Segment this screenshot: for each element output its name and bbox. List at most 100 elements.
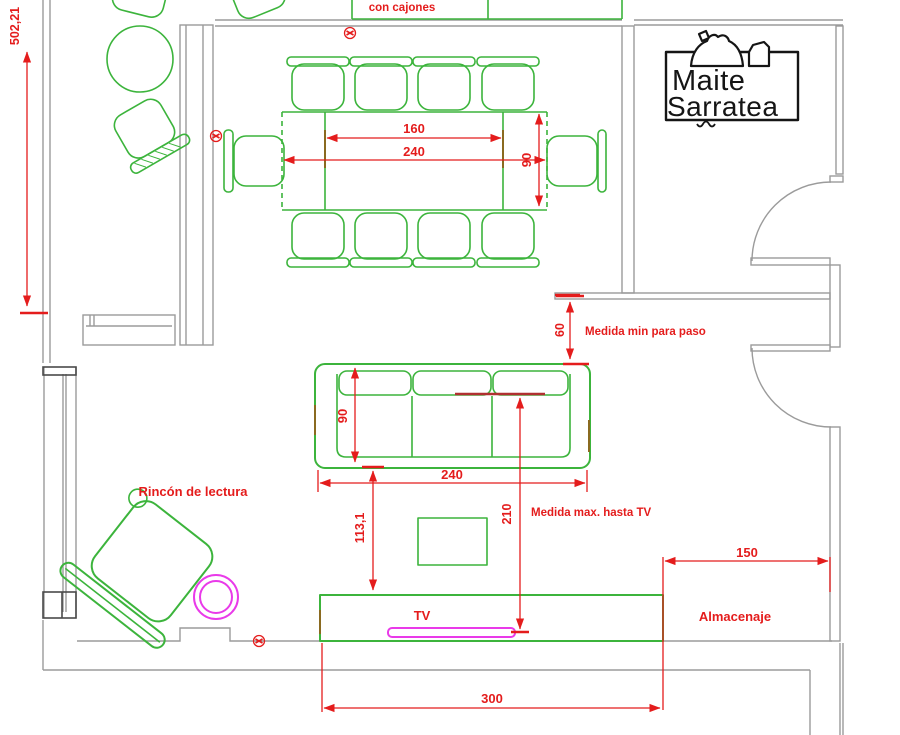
outlets bbox=[209, 26, 357, 648]
dining-chairs-bottom bbox=[286, 212, 540, 268]
coffee-table bbox=[417, 517, 488, 566]
chair-seat bbox=[546, 135, 598, 187]
armchair-back bbox=[59, 561, 166, 649]
chair-back bbox=[412, 257, 476, 268]
chair-back bbox=[349, 56, 413, 67]
chair-seat bbox=[417, 63, 471, 111]
sofa-seat-divider bbox=[411, 396, 493, 457]
chair-back bbox=[223, 129, 234, 193]
window-cap-top bbox=[42, 366, 77, 376]
dim-storage: 150 bbox=[662, 545, 831, 710]
sofa-seat-edge bbox=[336, 374, 571, 458]
reading-armchair bbox=[59, 488, 214, 649]
door-upper bbox=[750, 181, 832, 266]
dim-wall-total: 502,21 bbox=[8, 7, 48, 315]
dim-text: 300 bbox=[481, 691, 503, 706]
kitchen-counter bbox=[351, 0, 623, 20]
wall-segment bbox=[185, 25, 204, 345]
dimensions: 502,21 160 240 90 60 Medida min para pas… bbox=[8, 7, 831, 713]
wall-segment bbox=[179, 24, 214, 346]
wall-segment bbox=[554, 292, 831, 300]
lounge-chair-bottom bbox=[113, 98, 191, 174]
dim-sofa-width: 240 bbox=[317, 467, 588, 492]
dim-table-core: 160 bbox=[326, 121, 502, 143]
window-bench-detail bbox=[86, 315, 172, 327]
dining-chairs-top bbox=[286, 56, 540, 111]
dim-text: 90 bbox=[519, 153, 534, 167]
door-lower bbox=[750, 344, 832, 428]
walls bbox=[42, 0, 844, 735]
reading-corner-label: Rincón de lectura bbox=[138, 484, 248, 499]
furniture bbox=[59, 0, 664, 649]
dim-sofa-to-tv-unit: 113,1 bbox=[353, 465, 384, 591]
logo-name-line2: Sarratea bbox=[667, 91, 778, 122]
chair-seat bbox=[291, 212, 345, 260]
annotation-text: Medida max. hasta TV bbox=[531, 507, 651, 519]
lounge-extra-chair bbox=[228, 0, 286, 20]
wall-segment bbox=[42, 0, 51, 363]
dim-text: 90 bbox=[335, 409, 350, 423]
wall-segment bbox=[829, 175, 844, 183]
power-outlet-icon bbox=[343, 26, 357, 40]
dim-text: 113,1 bbox=[353, 513, 367, 544]
logo-roof-icon bbox=[689, 33, 745, 68]
logo-house-icon bbox=[747, 40, 771, 68]
wall-segment bbox=[42, 620, 811, 735]
chair-seat bbox=[481, 63, 535, 111]
chair-back bbox=[286, 56, 350, 67]
dining-chair-left bbox=[223, 129, 285, 193]
chair-back bbox=[476, 257, 540, 268]
window-glazing bbox=[43, 367, 77, 618]
reading-side-table bbox=[193, 574, 239, 620]
dim-text: 210 bbox=[500, 504, 514, 525]
wall-segment bbox=[621, 25, 635, 294]
round-side-table bbox=[106, 25, 174, 93]
dim-sofa-depth: 90 bbox=[335, 367, 360, 463]
logo-name-line1: Maite bbox=[672, 65, 745, 97]
dim-passage: 60 Medida min para paso bbox=[553, 294, 706, 360]
door-swing-arc bbox=[751, 347, 832, 428]
door-swing-arc bbox=[751, 181, 832, 262]
lounge-chair-top bbox=[111, 0, 170, 18]
sofa bbox=[314, 362, 591, 469]
cabinet-label: con cajones bbox=[369, 2, 435, 14]
door-leaf bbox=[750, 257, 831, 266]
door-leaf bbox=[750, 344, 831, 352]
dining-chair-right bbox=[546, 129, 607, 193]
chair-seat bbox=[481, 212, 535, 260]
chair-seat bbox=[354, 63, 408, 111]
chair-seat bbox=[233, 135, 285, 187]
dim-text: 60 bbox=[553, 323, 567, 337]
tv-screen bbox=[387, 627, 516, 638]
dim-table-depth: 90 bbox=[519, 113, 544, 207]
annotation-text: Medida min para paso bbox=[585, 326, 706, 338]
dim-max-to-tv: 210 Medida max. hasta TV bbox=[500, 397, 651, 634]
sofa-back-cushion bbox=[338, 370, 412, 396]
storage-label: Almacenaje bbox=[699, 609, 771, 624]
tick-mark bbox=[314, 405, 590, 452]
dim-text: 240 bbox=[441, 467, 463, 482]
wall-segment bbox=[839, 643, 844, 735]
brand-logo: Maite Sarratea bbox=[664, 29, 800, 128]
power-outlet-icon bbox=[209, 129, 223, 143]
chair-back bbox=[597, 129, 607, 193]
tv-label: TV bbox=[414, 608, 431, 623]
logo-wave-icon bbox=[696, 120, 716, 128]
dim-tv-unit-width: 300 bbox=[321, 643, 661, 713]
chair-seat bbox=[291, 63, 345, 111]
chair-back bbox=[349, 257, 413, 268]
sofa-back-cushion bbox=[492, 370, 569, 396]
chair-back bbox=[286, 257, 350, 268]
labels: con cajones Rincón de lectura TV Almacen… bbox=[138, 2, 771, 624]
wall-segment bbox=[835, 25, 844, 175]
dim-table-extended: 240 bbox=[283, 144, 546, 165]
wall-segment bbox=[829, 264, 841, 348]
power-outlet-icon bbox=[252, 634, 266, 648]
sofa-back-cushion bbox=[412, 370, 492, 396]
chair-back bbox=[476, 56, 540, 67]
dim-text: 502,21 bbox=[8, 7, 22, 45]
dim-text: 240 bbox=[403, 144, 425, 159]
wall-segment bbox=[829, 426, 841, 642]
